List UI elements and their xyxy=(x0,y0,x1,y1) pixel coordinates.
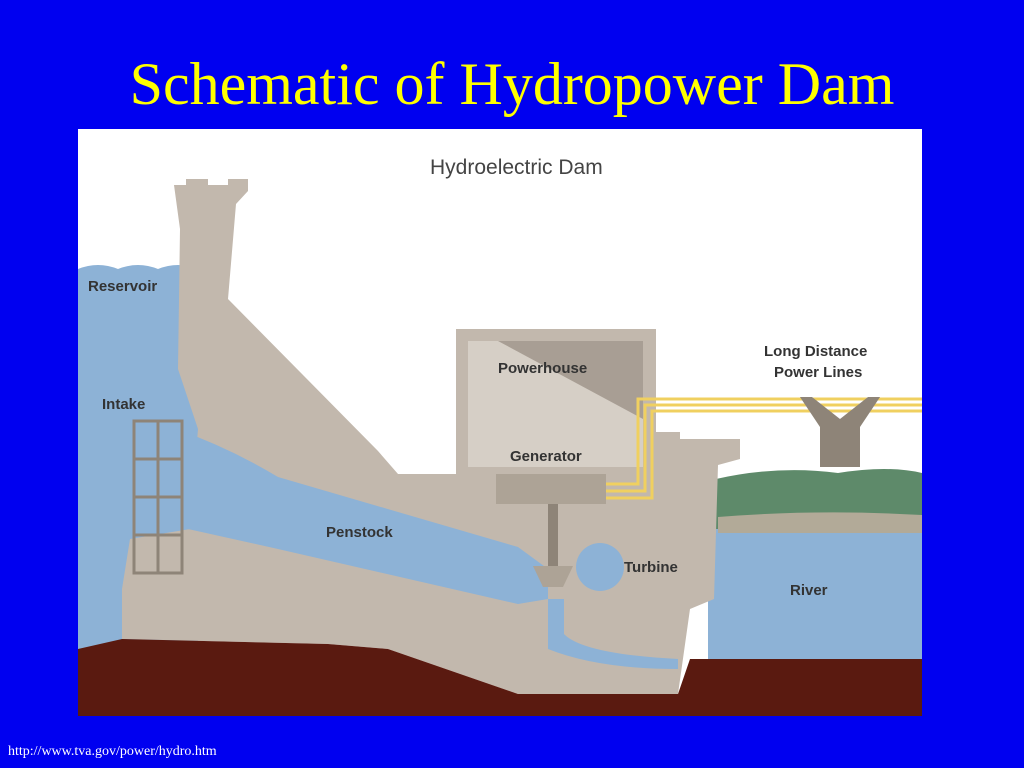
generator-shaft xyxy=(548,504,558,566)
generator-housing xyxy=(496,474,606,504)
penstock xyxy=(176,429,548,604)
turbine xyxy=(533,566,573,587)
label-intake: Intake xyxy=(102,396,145,413)
dam-structure xyxy=(122,179,740,694)
draft-tube xyxy=(548,599,678,669)
riverbank-rocks xyxy=(718,512,922,533)
label-reservoir: Reservoir xyxy=(88,278,157,295)
scroll-case xyxy=(576,543,624,591)
label-river: River xyxy=(790,582,828,599)
intake-screens xyxy=(132,419,184,575)
hydroelectric-dam-diagram: Hydroelectric Dam Reservoir Intake Power… xyxy=(78,129,922,716)
label-power-lines-line2: Power Lines xyxy=(774,364,862,381)
label-turbine: Turbine xyxy=(624,559,678,576)
bedrock xyxy=(78,639,922,716)
river-water xyxy=(708,524,922,659)
slide-title: Schematic of Hydropower Dam xyxy=(129,51,895,117)
transformer xyxy=(800,397,880,467)
label-generator: Generator xyxy=(510,448,582,465)
label-powerhouse: Powerhouse xyxy=(498,360,587,377)
source-url: http://www.tva.gov/power/hydro.htm xyxy=(8,744,217,759)
diagram-title: Hydroelectric Dam xyxy=(430,156,603,179)
label-power-lines-line1: Long Distance xyxy=(764,343,867,360)
power-lines xyxy=(606,397,922,500)
label-penstock: Penstock xyxy=(326,524,393,541)
